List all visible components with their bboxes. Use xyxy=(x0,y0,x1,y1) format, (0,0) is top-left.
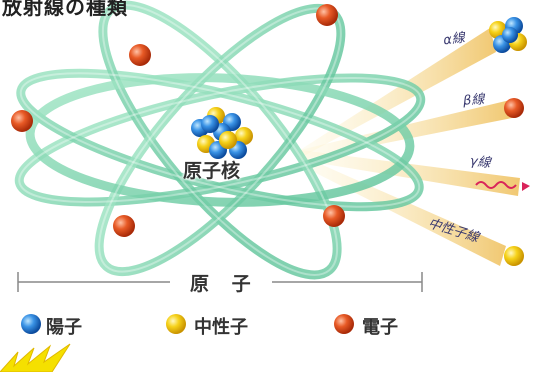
electron-left xyxy=(11,110,33,132)
legend-neutron-label: 中性子 xyxy=(194,317,248,338)
gamma-ray-label: γ線 xyxy=(469,153,492,172)
alpha-beam xyxy=(300,28,496,158)
legend-neutron-marker xyxy=(166,314,186,334)
orbit-5 xyxy=(25,73,415,207)
electron-lower-right xyxy=(323,205,345,227)
atom-label: 原 子 xyxy=(190,273,259,295)
gamma-wave xyxy=(475,181,517,189)
electron-upper-left xyxy=(129,44,151,66)
atom-size-bracket xyxy=(17,272,423,292)
diagram-title: 放射線の種類 xyxy=(2,0,128,19)
neutron-beam xyxy=(300,155,506,266)
legend-proton-label: 陽子 xyxy=(46,317,82,338)
beta-particle xyxy=(504,98,524,118)
electrons xyxy=(11,4,345,237)
decorative-zigzag xyxy=(0,343,71,372)
legend-electron-label: 電子 xyxy=(362,317,398,338)
orbit-3 xyxy=(98,0,342,280)
legend-electron-marker xyxy=(334,314,354,334)
gamma-arrow-head xyxy=(522,182,530,191)
nucleus-label: 原子核 xyxy=(183,160,241,182)
nucleus xyxy=(191,107,253,159)
alpha-particle xyxy=(489,17,527,53)
electron-top xyxy=(316,4,338,26)
beta-ray-label: β線 xyxy=(462,92,485,109)
orbit-2 xyxy=(16,68,424,212)
alpha-ray-label: α線 xyxy=(442,30,466,49)
electron-lower-left xyxy=(113,215,135,237)
legend-proton-marker xyxy=(21,314,41,334)
neutron-particle xyxy=(504,246,524,266)
